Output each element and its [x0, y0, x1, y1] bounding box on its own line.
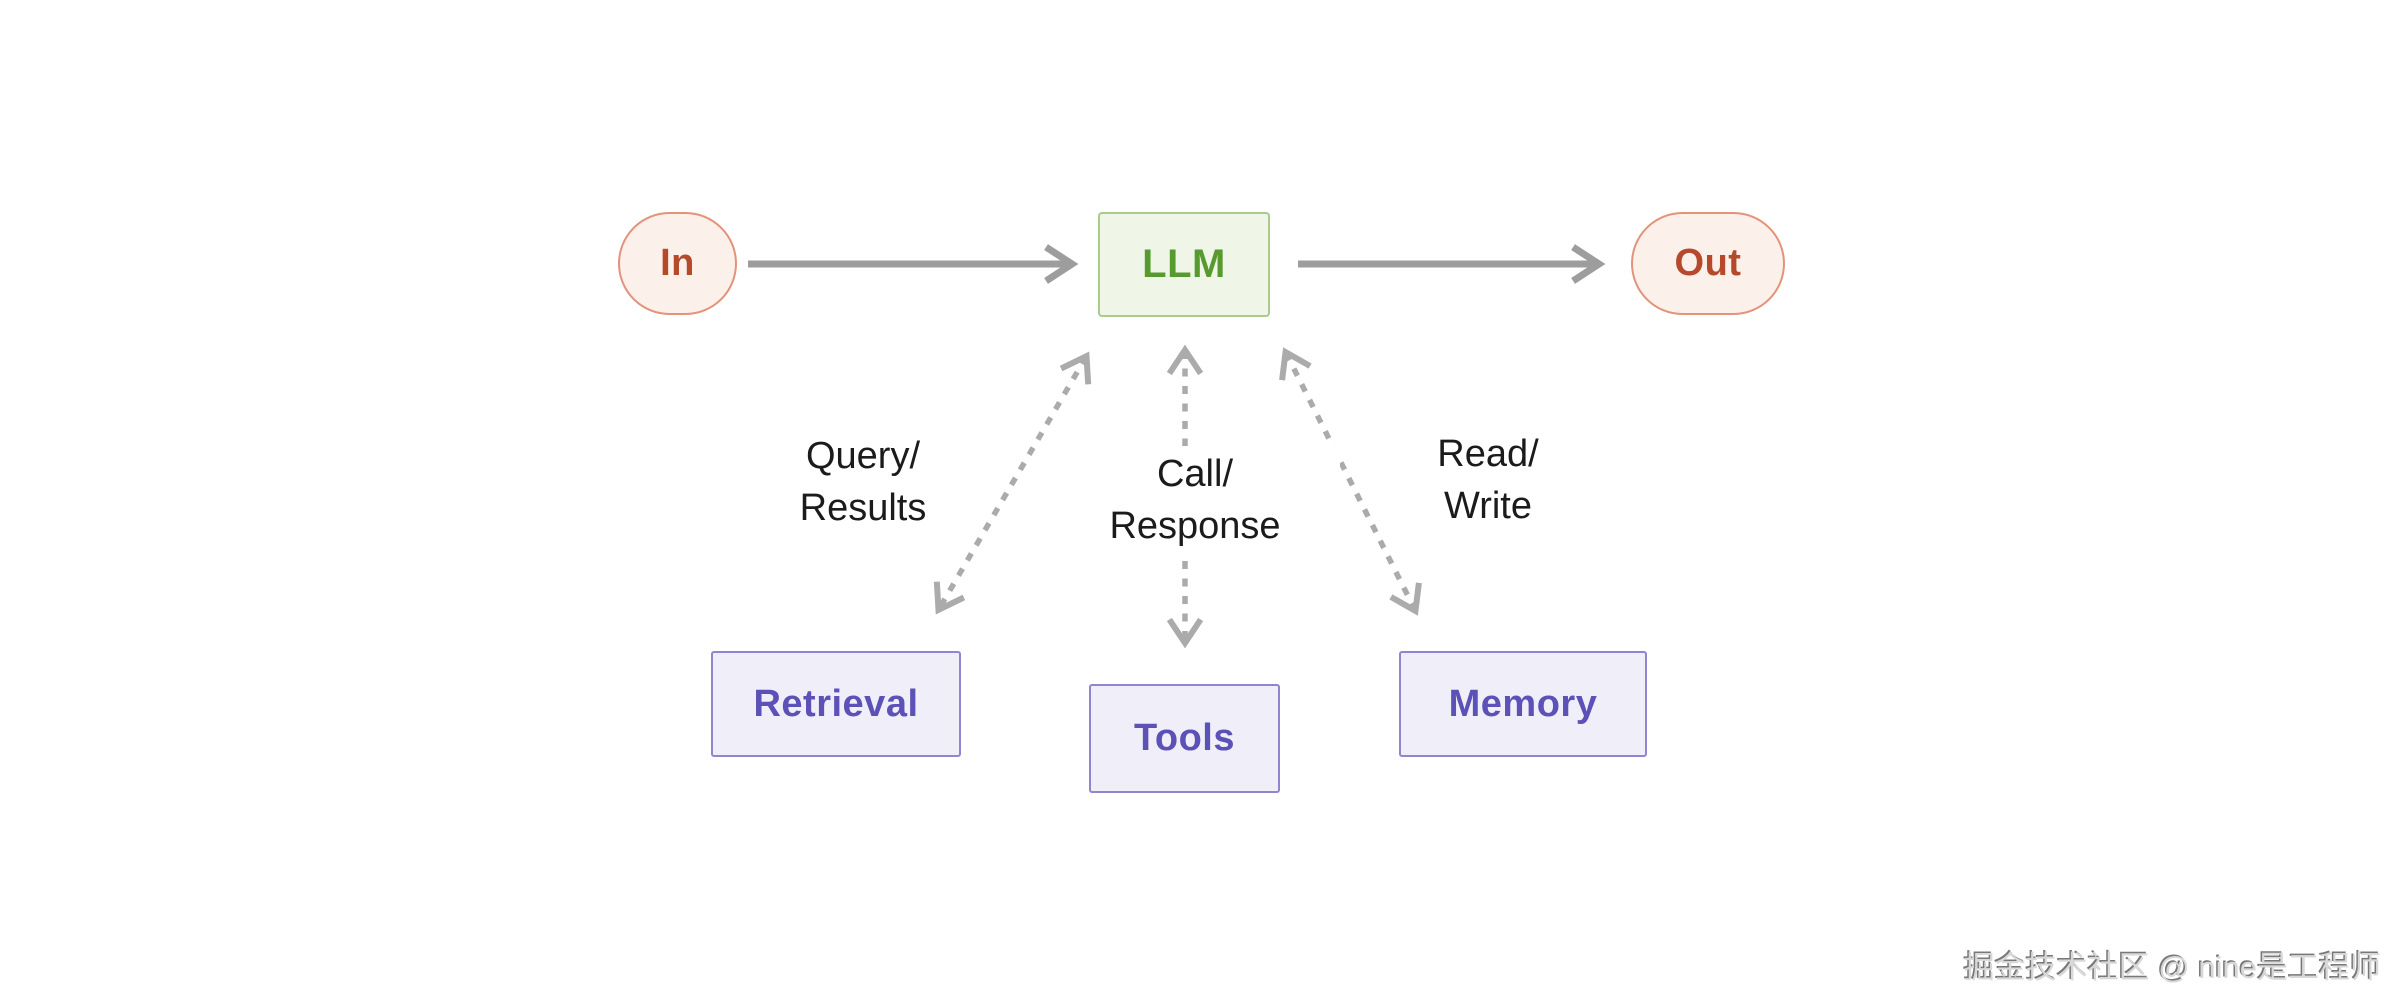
- watermark: 掘金技术社区 @ nine是工程师: [1963, 950, 2381, 985]
- node-llm: LLM: [1098, 212, 1270, 317]
- node-retrieval: Retrieval: [711, 651, 961, 757]
- edge-label-call-response: Call/ Response: [1050, 446, 1340, 555]
- node-out: Out: [1631, 212, 1785, 315]
- node-memory: Memory: [1399, 651, 1647, 757]
- node-retrieval-label: Retrieval: [753, 682, 919, 725]
- node-tools-label: Tools: [1133, 717, 1235, 759]
- edge-llm-memory-arrow: [1279, 347, 1422, 616]
- edge-llm-retrieval-arrow: [933, 351, 1092, 615]
- node-in: In: [618, 212, 737, 315]
- node-out-label: Out: [1674, 242, 1742, 284]
- node-llm-label: LLM: [1142, 242, 1226, 286]
- node-memory-label: Memory: [1448, 682, 1598, 725]
- edge-label-query-results: Query/ Results: [799, 435, 927, 530]
- node-in-label: In: [660, 242, 695, 284]
- edge-label-read-write: Read/ Write: [1437, 433, 1539, 528]
- node-tools: Tools: [1089, 684, 1280, 793]
